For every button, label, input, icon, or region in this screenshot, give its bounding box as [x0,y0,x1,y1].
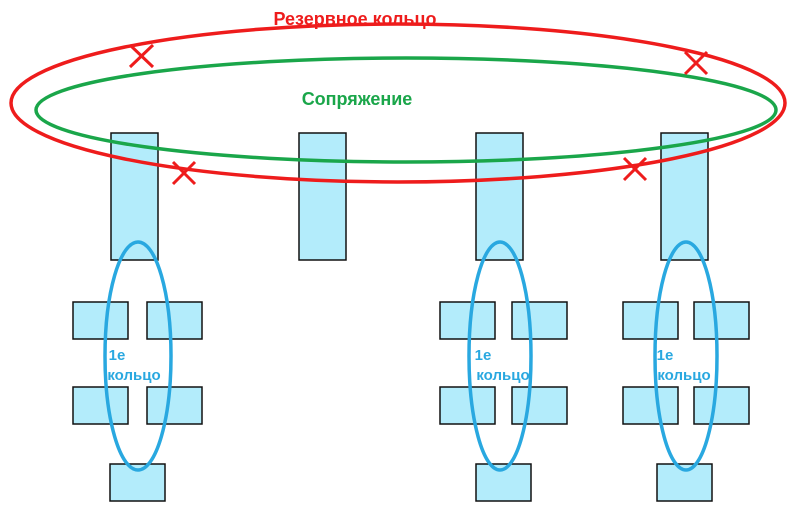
backup-ring [9,22,787,184]
access-switch [622,386,679,425]
local-ring-label-line2: кольцо [476,367,529,384]
interconnect-ring [34,56,778,164]
access-switch [511,301,568,340]
access-switch [146,386,203,425]
hub-switch-3 [475,132,524,261]
hub-switch-2 [298,132,347,261]
break-mark [683,50,709,76]
interconnect-label: Сопряжение [302,89,413,109]
break-mark [622,156,648,182]
break-mark [128,43,155,69]
local-ring-label-line1: 1е [109,347,126,364]
access-switch [511,386,568,425]
access-switch [693,386,750,425]
access-switch [439,386,496,425]
backup-ring-label: Резервное кольцо [273,9,436,29]
access-switch [622,301,679,340]
access-switch [72,386,129,425]
local-ring-label-line2: кольцо [657,367,710,384]
access-switch [693,301,750,340]
local-ring-label-line1: 1е [657,347,674,364]
hub-switch-1 [110,132,159,261]
local-ring-label-line2: кольцо [107,367,160,384]
local-ring-1 [103,240,173,472]
break-mark [171,160,197,186]
access-switch [146,301,203,340]
access-switch [439,301,496,340]
local-ring-label-line1: 1е [475,347,492,364]
local-ring-3 [653,240,719,472]
local-ring-2 [467,240,533,472]
access-switch [72,301,129,340]
